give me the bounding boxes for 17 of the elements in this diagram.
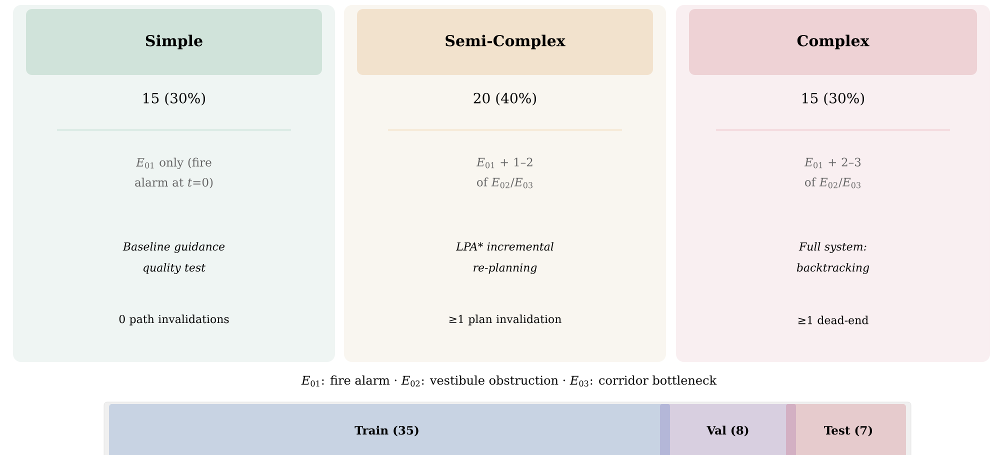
event-text: E$_{01}$ + 1–2 of E$_{02}$/E$_{03}$ [476,158,532,188]
count-text: 20 (40%) [474,92,536,106]
header-band: Simple [26,9,322,75]
description-text: Baseline guidance quality test [122,242,225,274]
split-segment: Test (7) [786,404,906,455]
criterion-text: 0 path invalidations [119,314,229,326]
header-band: Complex [689,9,978,75]
description-text: Full system: backtracking [796,242,870,274]
event-text: E$_{01}$ + 2–3 of E$_{02}$/E$_{03}$ [804,158,861,188]
header-band: Semi-Complex [357,9,653,75]
count-text: 15 (30%) [802,92,864,106]
count-text: 15 (30%) [144,92,206,106]
criterion-text: ≥1 plan invalidation [449,314,562,326]
caption-text: E$_{01}$: fire alarm · E$_{02}$: vestibule obstruction · E$_{03}$: corridor bottleneck [301,376,717,387]
event-text: E$_{01}$ only (fire alarm at t=0) [135,158,213,188]
description-text: LPA* incremental re-planning [456,242,554,274]
criterion-text: ≥1 dead-end [798,316,868,324]
